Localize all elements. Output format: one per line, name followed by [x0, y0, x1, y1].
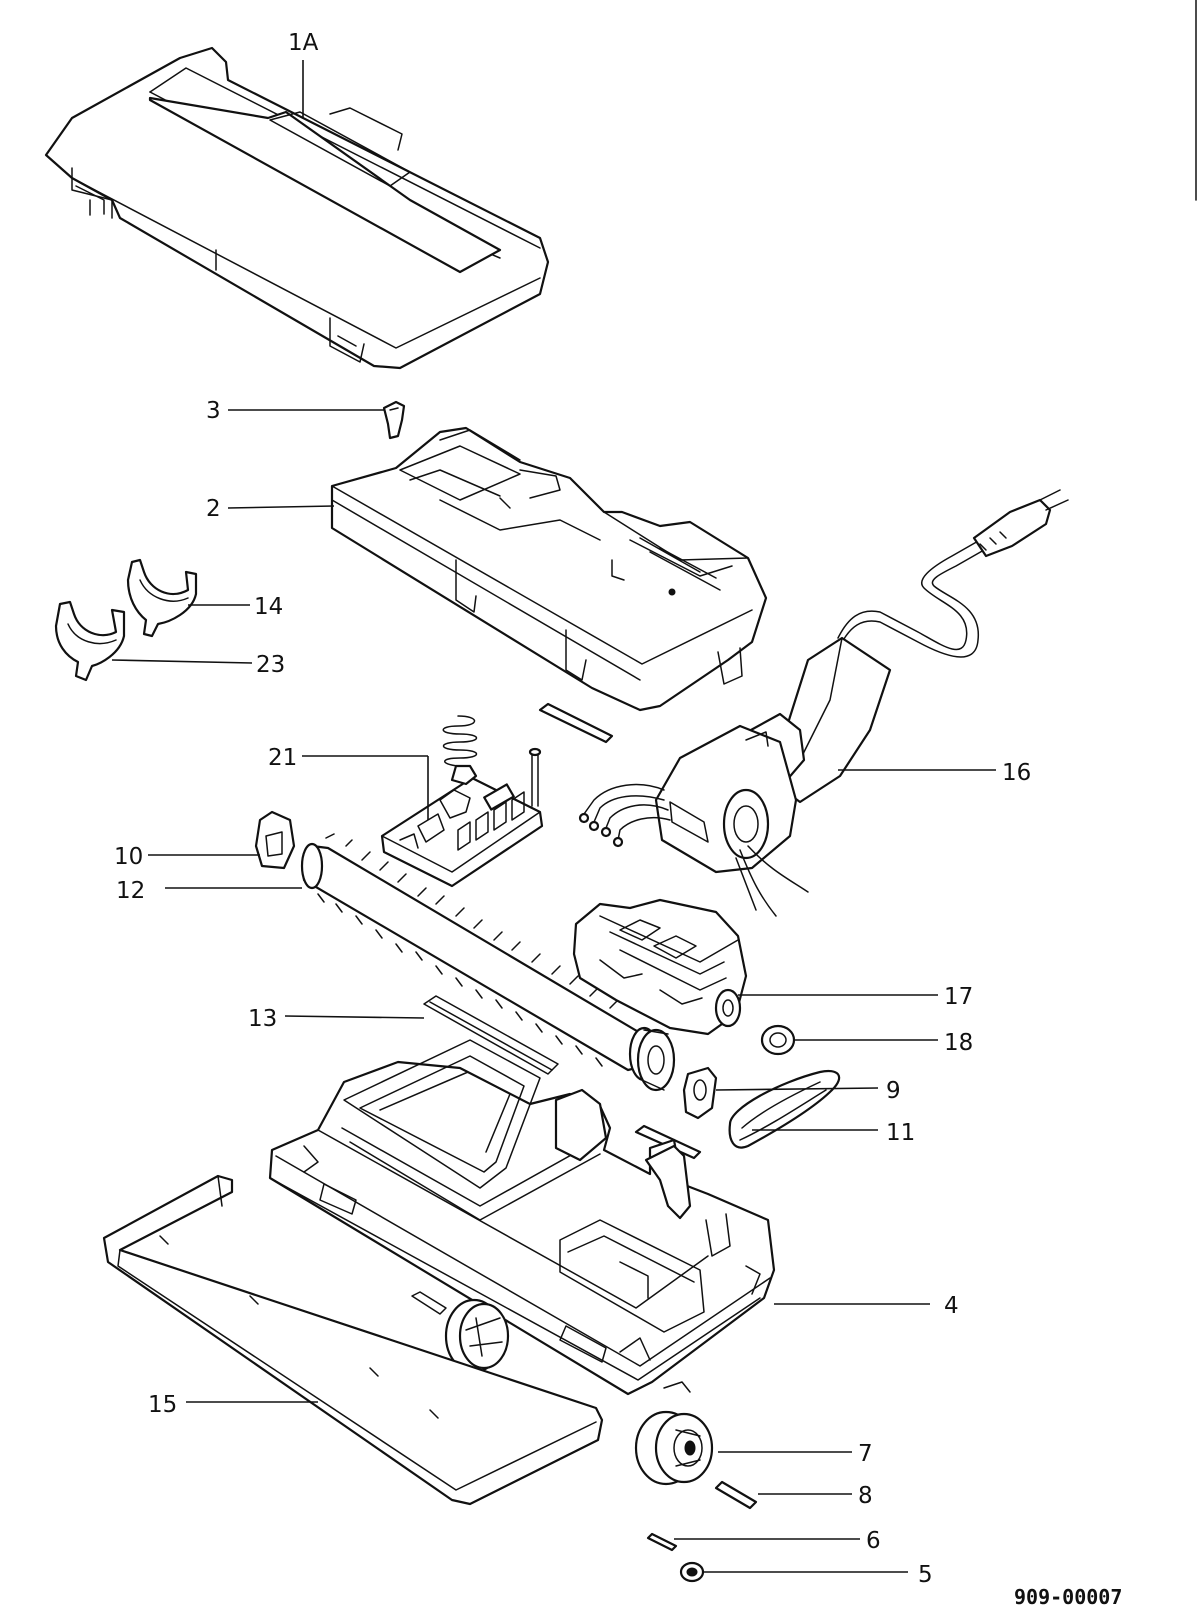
callout-10: 10 — [114, 844, 143, 870]
rear-wheel-part — [634, 1410, 714, 1486]
small-pin-part — [538, 702, 614, 744]
axle-pin-8-part — [714, 1480, 758, 1510]
hose-clip-14-part — [126, 558, 198, 638]
pin-6-part — [646, 1532, 678, 1552]
callout-6: 6 — [866, 1528, 881, 1554]
small-clip-part — [382, 400, 406, 440]
hose-clip-23-part — [54, 600, 126, 682]
leader-lines — [111, 60, 996, 1573]
circuit-board-part — [380, 715, 544, 888]
callout-13: 13 — [248, 1006, 277, 1032]
wire-guard-part — [423, 995, 559, 1075]
callout-21: 21 — [268, 745, 297, 771]
callout-16: 16 — [1002, 760, 1031, 786]
callout-8: 8 — [858, 1483, 873, 1509]
top-cover-part — [44, 46, 550, 370]
bumper-strip-part — [102, 1174, 604, 1506]
motor-pulley-part — [760, 1024, 796, 1056]
callout-4: 4 — [944, 1293, 959, 1319]
base-housing-part — [268, 1039, 776, 1396]
bearing-bracket-10-part — [254, 810, 296, 870]
callout-17: 17 — [944, 984, 973, 1010]
drive-motor-part — [572, 898, 748, 1036]
drive-belt-part — [728, 1069, 841, 1149]
callout-18: 18 — [944, 1030, 973, 1056]
callout-1A: 1A — [288, 30, 319, 56]
bearing-bracket-9-part — [682, 1066, 718, 1120]
callout-11: 11 — [886, 1120, 915, 1146]
upper-housing-part — [330, 426, 768, 712]
callout-5: 5 — [918, 1562, 933, 1588]
callout-14: 14 — [254, 594, 283, 620]
inner-axle-part — [411, 1291, 447, 1315]
inner-wheel-part — [444, 1298, 510, 1374]
brush-roll-part — [300, 833, 676, 1092]
callout-7: 7 — [858, 1441, 873, 1467]
motor-and-power-cord-part — [578, 489, 1069, 917]
callout-12: 12 — [116, 878, 145, 904]
callout-9: 9 — [886, 1078, 901, 1104]
callout-labels: 1A 3 2 14 23 21 16 10 12 13 17 18 9 11 4… — [114, 30, 1031, 1588]
bushing-5-part — [679, 1561, 705, 1583]
callout-3: 3 — [206, 398, 221, 424]
callout-2: 2 — [206, 496, 221, 522]
document-number: 909-00007 — [1014, 1585, 1122, 1609]
callout-23: 23 — [256, 652, 285, 678]
callout-15: 15 — [148, 1392, 177, 1418]
